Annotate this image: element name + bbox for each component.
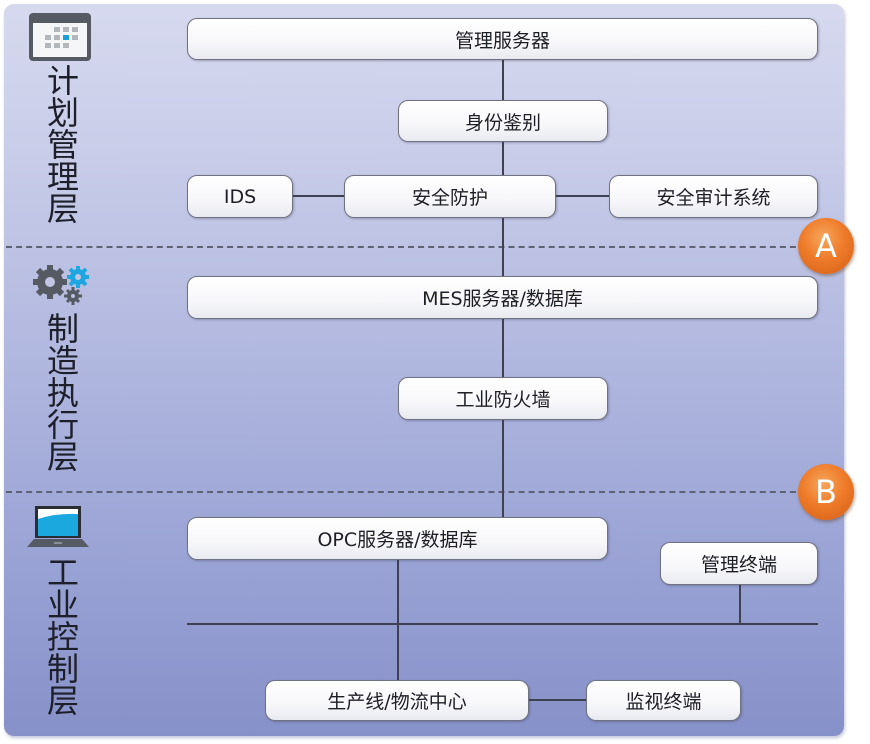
node-security-audit-system[interactable]: 安全审计系统 (609, 175, 818, 218)
audit-link (555, 195, 610, 197)
control-bus-line (187, 623, 818, 625)
gears-icon (33, 265, 89, 305)
node-identity-authentication[interactable]: 身份鉴别 (398, 100, 608, 142)
opc-drop-line (397, 560, 399, 680)
node-ids[interactable]: IDS (187, 175, 293, 218)
calendar-grid-icon (29, 13, 91, 61)
node-security-protection[interactable]: 安全防护 (344, 175, 556, 218)
boundary-badge-a: A (798, 218, 854, 274)
boundary-badge-b: B (798, 464, 854, 520)
terminal-drop-line (739, 584, 741, 624)
node-monitor-terminal[interactable]: 监视终端 (586, 680, 741, 721)
ids-link (292, 195, 345, 197)
node-management-server[interactable]: 管理服务器 (187, 18, 818, 60)
layer-label-control: 工业控制层 (42, 556, 80, 716)
divider-a (6, 246, 806, 248)
node-production-line-logistics[interactable]: 生产线/物流中心 (265, 680, 529, 721)
layer-label-execution: 制造执行层 (42, 312, 80, 472)
laptop-icon (27, 506, 89, 547)
node-mes-server-database[interactable]: MES服务器/数据库 (187, 276, 818, 319)
node-industrial-firewall[interactable]: 工业防火墙 (398, 377, 608, 420)
divider-b (6, 491, 806, 493)
layer-label-planning: 计划管理层 (42, 64, 80, 224)
node-opc-server-database[interactable]: OPC服务器/数据库 (187, 517, 608, 560)
node-management-terminal[interactable]: 管理终端 (660, 542, 818, 585)
monitor-link (527, 699, 587, 701)
